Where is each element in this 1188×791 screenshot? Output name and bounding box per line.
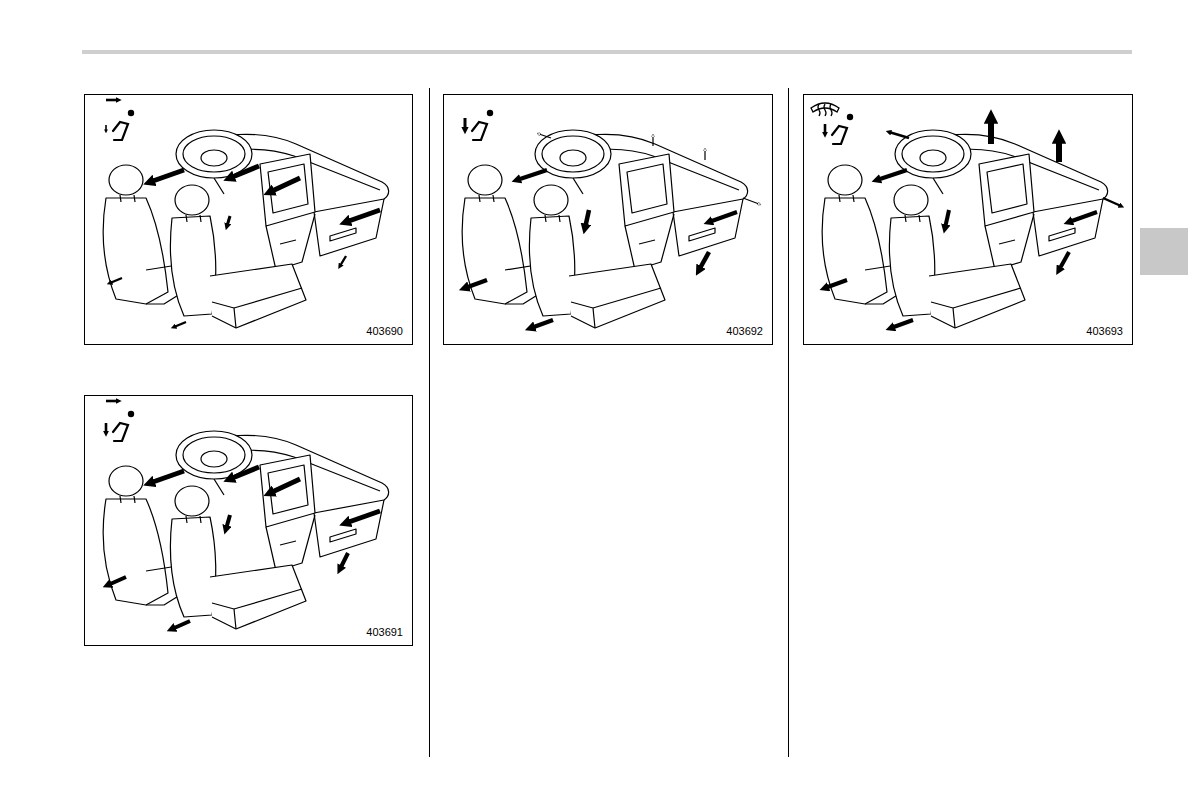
figure-panel: 403691 (84, 395, 413, 646)
airflow-illustration (832, 114, 853, 144)
airflow-illustration (743, 198, 759, 204)
airflow-illustration (110, 166, 380, 327)
airflow-illustration (150, 471, 184, 483)
figure-number: 403693 (1086, 326, 1123, 337)
airflow-illustration (113, 110, 134, 140)
airflow-illustration (822, 130, 1107, 328)
airflow-illustration (825, 280, 847, 288)
airflow-illustration (1103, 198, 1121, 206)
airflow-illustration (465, 134, 759, 328)
column-divider (429, 88, 430, 757)
airflow-illustration (811, 103, 1121, 328)
column-divider (788, 88, 789, 757)
airflow-illustration (824, 124, 827, 134)
figure-number: 403692 (726, 326, 763, 337)
airflow-illustration (825, 118, 1121, 328)
figure-panel: 403690 (84, 94, 413, 345)
figure-number: 403690 (366, 326, 403, 337)
airflow-illustration (174, 322, 186, 327)
airflow-illustration (652, 136, 653, 146)
airflow-illustration (889, 132, 909, 138)
airflow-illustration (699, 252, 709, 270)
figure-panel: 403693 (803, 94, 1133, 345)
figure-panel: 403692 (443, 94, 773, 345)
airflow-illustration (270, 479, 300, 493)
airflow-illustration (103, 130, 388, 328)
airflow-illustration (531, 320, 553, 328)
airflow-illustration (106, 400, 118, 403)
airflow-illustration (472, 110, 493, 140)
airflow-illustration (465, 280, 487, 288)
airflow-illustration (172, 621, 190, 629)
defrost-icon (811, 103, 839, 116)
airflow-illustration (103, 401, 388, 629)
airflow-illustration (539, 134, 551, 138)
airflow-illustration (891, 320, 913, 328)
airflow-illustration (346, 210, 380, 222)
airflow-illustration (1056, 138, 1062, 162)
airflow-illustration (230, 166, 259, 178)
airflow-illustration (709, 212, 737, 222)
airflow-illustration (340, 256, 346, 266)
airflow-illustration (103, 431, 388, 629)
airflow-illustration (945, 210, 949, 228)
airflow-illustration (113, 411, 134, 441)
airflow-illustration (105, 125, 107, 131)
airflow-illustration (462, 130, 747, 328)
airflow-illustration (517, 170, 547, 180)
airflow-illustration (462, 110, 759, 328)
airflow-illustration (230, 467, 259, 479)
section-tab (1140, 228, 1188, 275)
airflow-illustration (346, 511, 380, 523)
airflow-illustration (704, 150, 705, 160)
airflow-illustration (1069, 212, 1097, 222)
airflow-illustration (585, 210, 589, 228)
airflow-illustration (226, 515, 230, 529)
airflow-illustration (108, 467, 380, 629)
airflow-illustration (988, 118, 994, 144)
airflow-illustration (106, 99, 118, 102)
airflow-illustration (105, 423, 108, 433)
header-rule (82, 50, 1132, 54)
figure-number: 403691 (366, 627, 403, 638)
airflow-illustration (877, 170, 907, 180)
airflow-illustration (110, 278, 122, 283)
airflow-illustration (464, 118, 467, 130)
airflow-illustration (227, 216, 230, 226)
airflow-illustration (340, 553, 348, 569)
airflow-illustration (108, 577, 126, 585)
defrost-icon (818, 104, 832, 116)
airflow-illustration (270, 178, 300, 192)
airflow-illustration (1059, 252, 1069, 270)
airflow-illustration (103, 100, 388, 328)
airflow-illustration (150, 170, 184, 182)
